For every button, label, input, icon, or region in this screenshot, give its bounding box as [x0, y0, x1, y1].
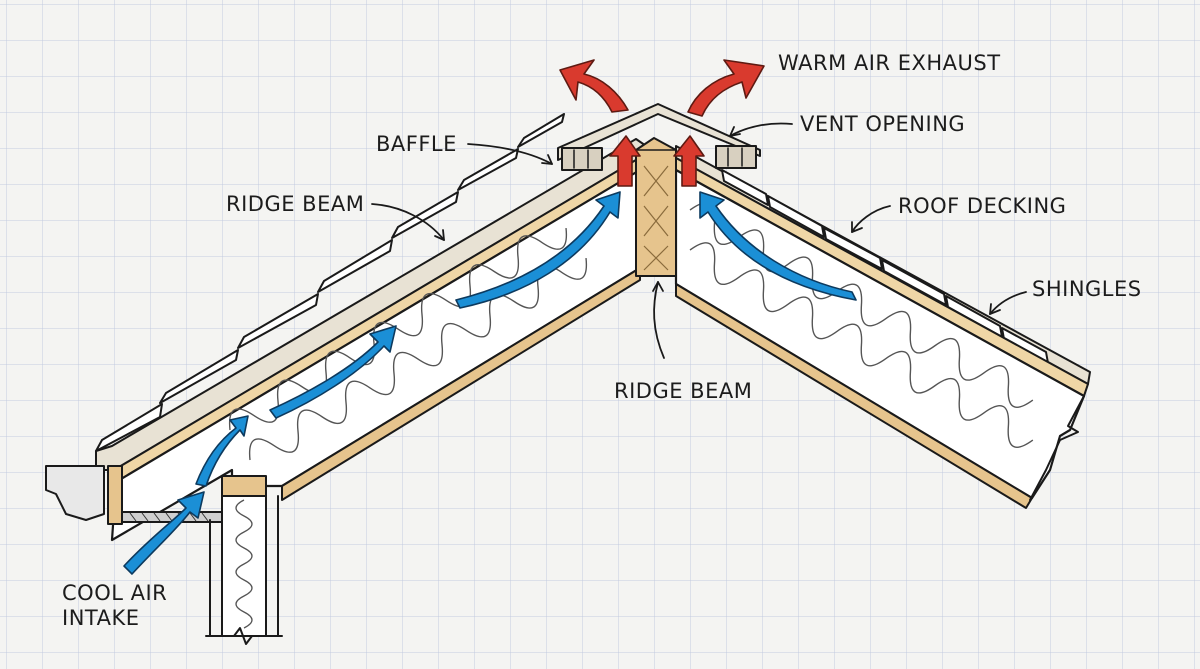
- ridge-beam-grain: [643, 165, 669, 271]
- right-roof-assembly: [674, 145, 1091, 509]
- left-insulation-batting: [228, 228, 588, 461]
- leader-baffle: [467, 143, 553, 165]
- diagram-labels: WARM AIR EXHAUST VENT OPENING BAFFLE RID…: [62, 51, 1142, 630]
- cool-air-arrow-intake: [123, 491, 205, 575]
- warm-air-arrow-inner-left: [609, 135, 641, 187]
- right-rafter-bottom: [675, 283, 1033, 509]
- warm-air-exhaust-arrow-left: [559, 59, 629, 113]
- right-baffle: [715, 145, 757, 169]
- label-roof-decking: ROOF DECKING: [898, 194, 1066, 218]
- leader-roof-decking: [851, 205, 891, 233]
- ridge-cap: [557, 103, 761, 161]
- cool-airflow: [123, 191, 857, 575]
- label-cool-air-line1: COOL AIR: [62, 581, 167, 605]
- ridge-assembly: [557, 103, 761, 277]
- left-shingle-steps: [95, 113, 565, 452]
- left-rafter-bottom: [281, 267, 641, 501]
- fascia-board: [107, 465, 123, 525]
- top-plate: [221, 475, 267, 497]
- leader-ridge-beam-center: [653, 281, 665, 359]
- right-insulation-batting: [689, 202, 1034, 448]
- warm-air-arrow-inner-right: [673, 135, 705, 187]
- wall-cavity: [221, 495, 267, 637]
- cool-air-arrow-2: [195, 415, 249, 487]
- right-break-line: [1029, 395, 1085, 501]
- leader-vent-opening: [729, 122, 793, 137]
- leader-lines: [371, 122, 1027, 359]
- label-warm-air-exhaust: WARM AIR EXHAUST: [778, 51, 1001, 75]
- cool-air-arrow-right: [699, 191, 857, 301]
- right-shingle-steps: [721, 169, 1049, 364]
- label-cool-air-line2: INTAKE: [62, 606, 140, 630]
- warm-airflow: [559, 59, 765, 187]
- label-ridge-beam-left: RIDGE BEAM: [226, 192, 364, 216]
- label-ridge-beam-center: RIDGE BEAM: [614, 379, 752, 403]
- wall-assembly: [205, 475, 283, 645]
- label-baffle: BAFFLE: [376, 132, 457, 156]
- cool-air-arrow-4: [455, 191, 621, 309]
- wall-break-line: [205, 627, 283, 645]
- warm-air-exhaust-arrow-right: [687, 59, 765, 117]
- cool-air-arrow-3: [269, 325, 397, 419]
- label-shingles: SHINGLES: [1032, 277, 1142, 301]
- gutter: [45, 465, 105, 521]
- ridge-beam: [635, 137, 677, 277]
- eave-assembly: [45, 465, 223, 525]
- wall-insulation: [235, 499, 253, 629]
- label-vent-opening: VENT OPENING: [800, 112, 965, 136]
- leader-shingles: [989, 291, 1027, 315]
- leader-ridge-beam-left: [371, 203, 445, 241]
- left-baffle: [561, 147, 603, 171]
